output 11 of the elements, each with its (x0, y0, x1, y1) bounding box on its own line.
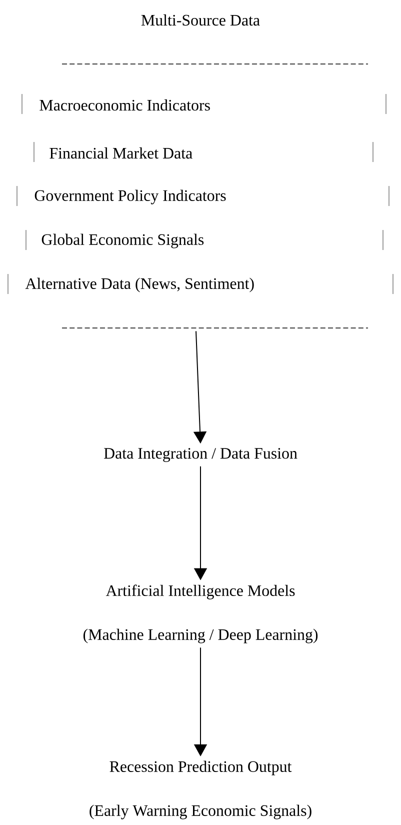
node-subtitle: (Early Warning Economic Signals) (90, 804, 312, 820)
node-title: Recession Prediction Output (110, 760, 292, 776)
node-title: Data Integration / Data Fusion (104, 448, 298, 462)
node-title: Artificial Intelligence Models (106, 584, 295, 600)
node-subtitle: (Machine Learning / Deep Learning) (83, 628, 318, 644)
list-item: Government Policy Indicators (34, 190, 226, 204)
list-item: Financial Market Data (50, 147, 192, 159)
list-item: Global Economic Signals (42, 234, 204, 248)
heading: Multi-Source Data (141, 14, 260, 26)
list-item: Macroeconomic Indicators (40, 99, 210, 111)
list-item: Alternative Data (News, Sentiment) (25, 278, 254, 292)
